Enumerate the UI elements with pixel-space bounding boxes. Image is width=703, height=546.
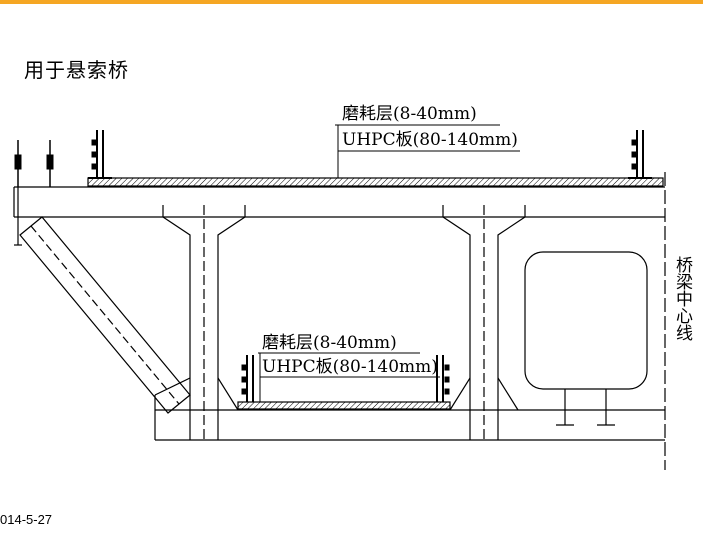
lower-railing-right — [436, 355, 450, 402]
lower-deck — [237, 401, 451, 410]
upper-uhpc-layer-label: UHPC板(80-140mm) — [342, 130, 518, 150]
upper-railing-left — [88, 130, 112, 179]
upper-deck — [13, 177, 665, 218]
right-column — [442, 205, 526, 440]
lower-deck-label: 磨耗层(8-40mm) UHPC板(80-140mm) — [258, 333, 440, 402]
lower-uhpc-layer-label: UHPC板(80-140mm) — [262, 357, 438, 377]
upper-railing-right — [628, 130, 652, 179]
centerline-label: 桥梁中心线 — [672, 256, 692, 341]
header-accent-bar — [0, 0, 703, 4]
upper-deck-label: 磨耗层(8-40mm) UHPC板(80-140mm) — [335, 104, 520, 178]
slide-title: 用于悬索桥 — [24, 58, 129, 82]
diagonal-strut — [19, 216, 191, 414]
lower-railing-left — [241, 355, 254, 402]
left-column — [162, 205, 246, 440]
lower-wearing-layer-label: 磨耗层(8-40mm) — [262, 333, 397, 353]
rounded-duct-box — [524, 251, 648, 426]
footer-date: 014-5-27 — [0, 512, 53, 527]
cable-anchor-left — [14, 140, 54, 246]
upper-wearing-layer-label: 磨耗层(8-40mm) — [342, 104, 477, 124]
lower-beam — [154, 377, 665, 441]
